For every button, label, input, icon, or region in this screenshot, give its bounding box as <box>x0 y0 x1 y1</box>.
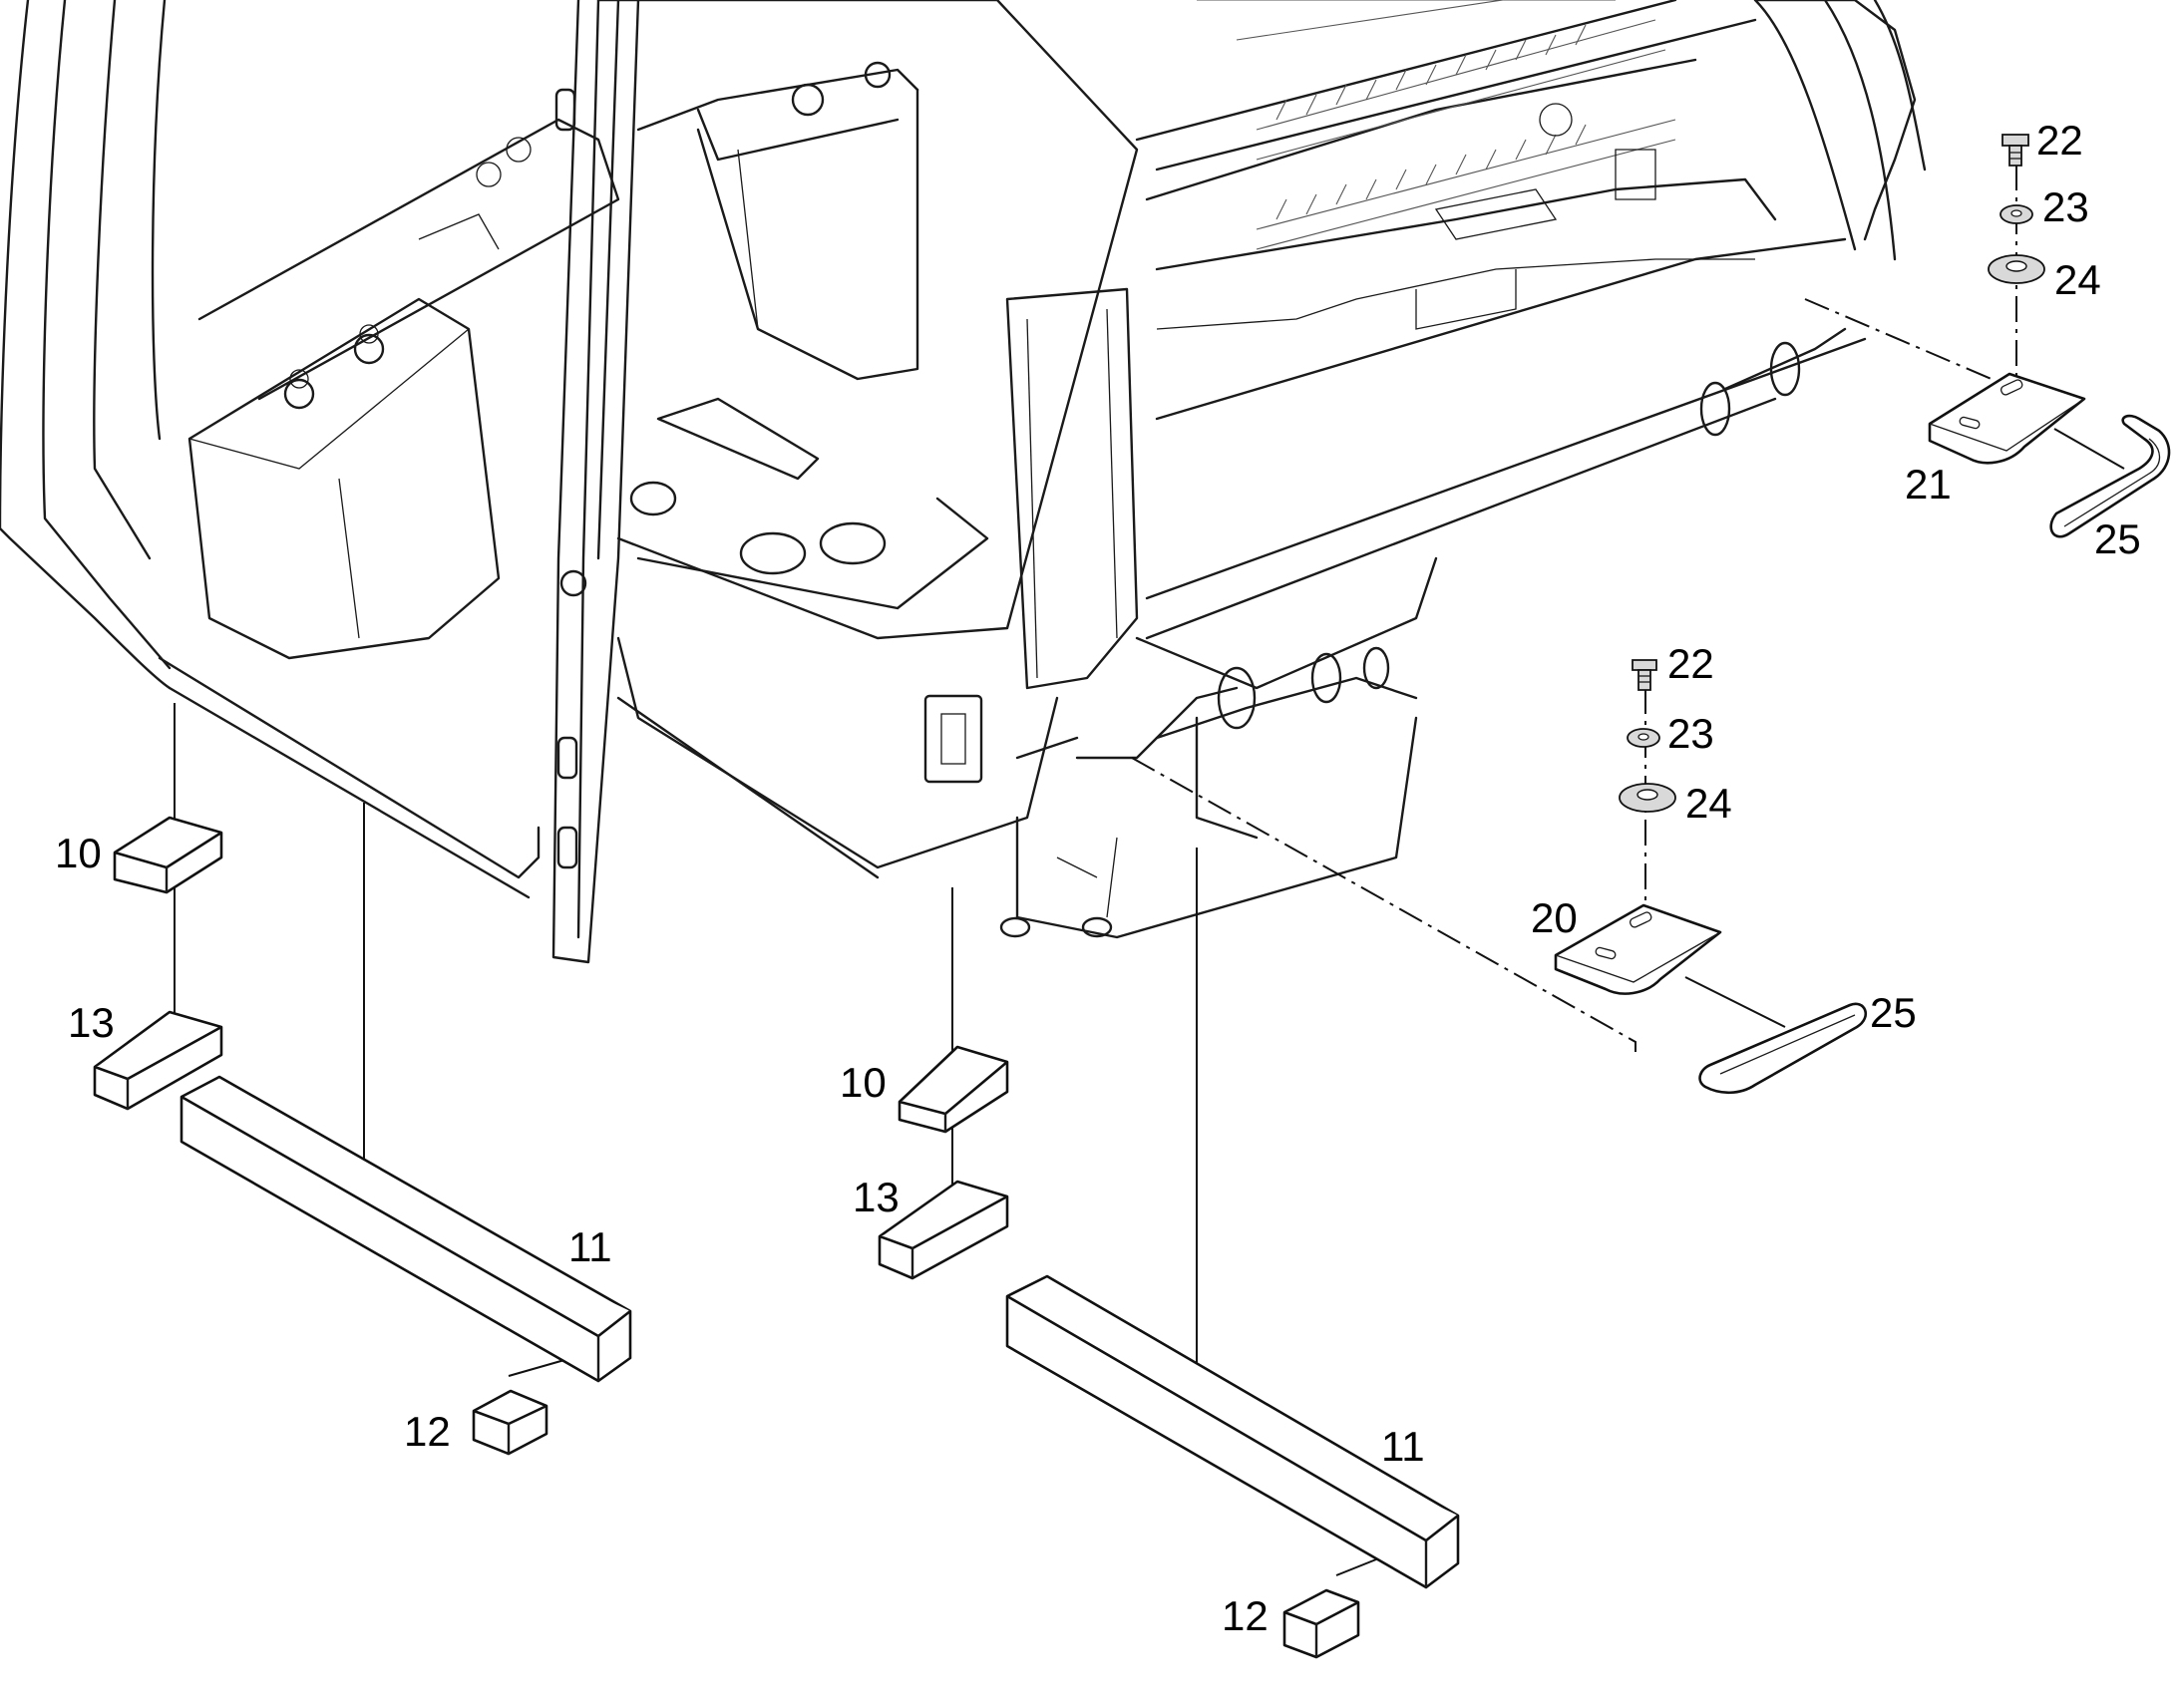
callout-21: 21 <box>1905 461 1952 508</box>
washer-24-upper <box>1988 254 2045 284</box>
callout-20: 20 <box>1531 894 1578 941</box>
upper-right-hardware-set <box>1804 134 2171 538</box>
callout-10-center: 10 <box>840 1059 887 1106</box>
left-parts-set <box>93 703 632 1456</box>
block-12-left <box>472 1389 548 1456</box>
callout-24-lower: 24 <box>1685 780 1732 827</box>
callout-23-lower: 23 <box>1667 710 1714 757</box>
leader-line <box>1684 976 1786 1028</box>
center-parts-set <box>878 848 1460 1659</box>
block-13-left <box>93 1010 223 1111</box>
callout-12-center: 12 <box>1222 1592 1269 1639</box>
bar-11-center <box>1005 1274 1460 1589</box>
callout-13-center: 13 <box>853 1174 900 1220</box>
block-10-left <box>113 816 223 894</box>
cab-frame-assembly <box>0 0 1927 964</box>
washer-23-lower <box>1627 728 1660 748</box>
callout-25-lower: 25 <box>1870 989 1917 1036</box>
callout-25-upper: 25 <box>2094 515 2141 562</box>
callout-12-left: 12 <box>404 1408 451 1455</box>
block-12-center <box>1282 1588 1360 1659</box>
callout-24-upper: 24 <box>2054 256 2101 303</box>
callout-23-upper: 23 <box>2042 183 2089 230</box>
block-13-center <box>878 1180 1009 1280</box>
plate-20 <box>1554 903 1722 995</box>
trim-25-lower <box>1698 1002 1868 1095</box>
lower-right-hardware-set <box>1131 659 1868 1095</box>
bolt-22-lower <box>1632 659 1657 691</box>
block-10-center <box>898 1045 1009 1134</box>
callout-10-left: 10 <box>55 830 102 876</box>
trim-25-upper <box>2049 414 2171 538</box>
washer-23-upper <box>1999 204 2033 224</box>
callout-labels: 10 13 11 12 10 13 11 12 20 21 22 23 24 2… <box>55 117 2141 1639</box>
centerline <box>1804 298 2015 390</box>
plate-21 <box>1928 372 2086 465</box>
leader-line <box>2053 428 2125 470</box>
bolt-22-upper <box>2001 134 2029 167</box>
centerline <box>1131 757 1636 1052</box>
washer-24-lower <box>1619 783 1676 813</box>
callout-11-left: 11 <box>568 1223 612 1270</box>
callout-22-lower: 22 <box>1667 640 1714 687</box>
callout-11-center: 11 <box>1381 1423 1425 1470</box>
bar-11-left <box>180 1075 632 1383</box>
callout-13-left: 13 <box>68 999 115 1046</box>
callout-22-upper: 22 <box>2036 117 2083 164</box>
